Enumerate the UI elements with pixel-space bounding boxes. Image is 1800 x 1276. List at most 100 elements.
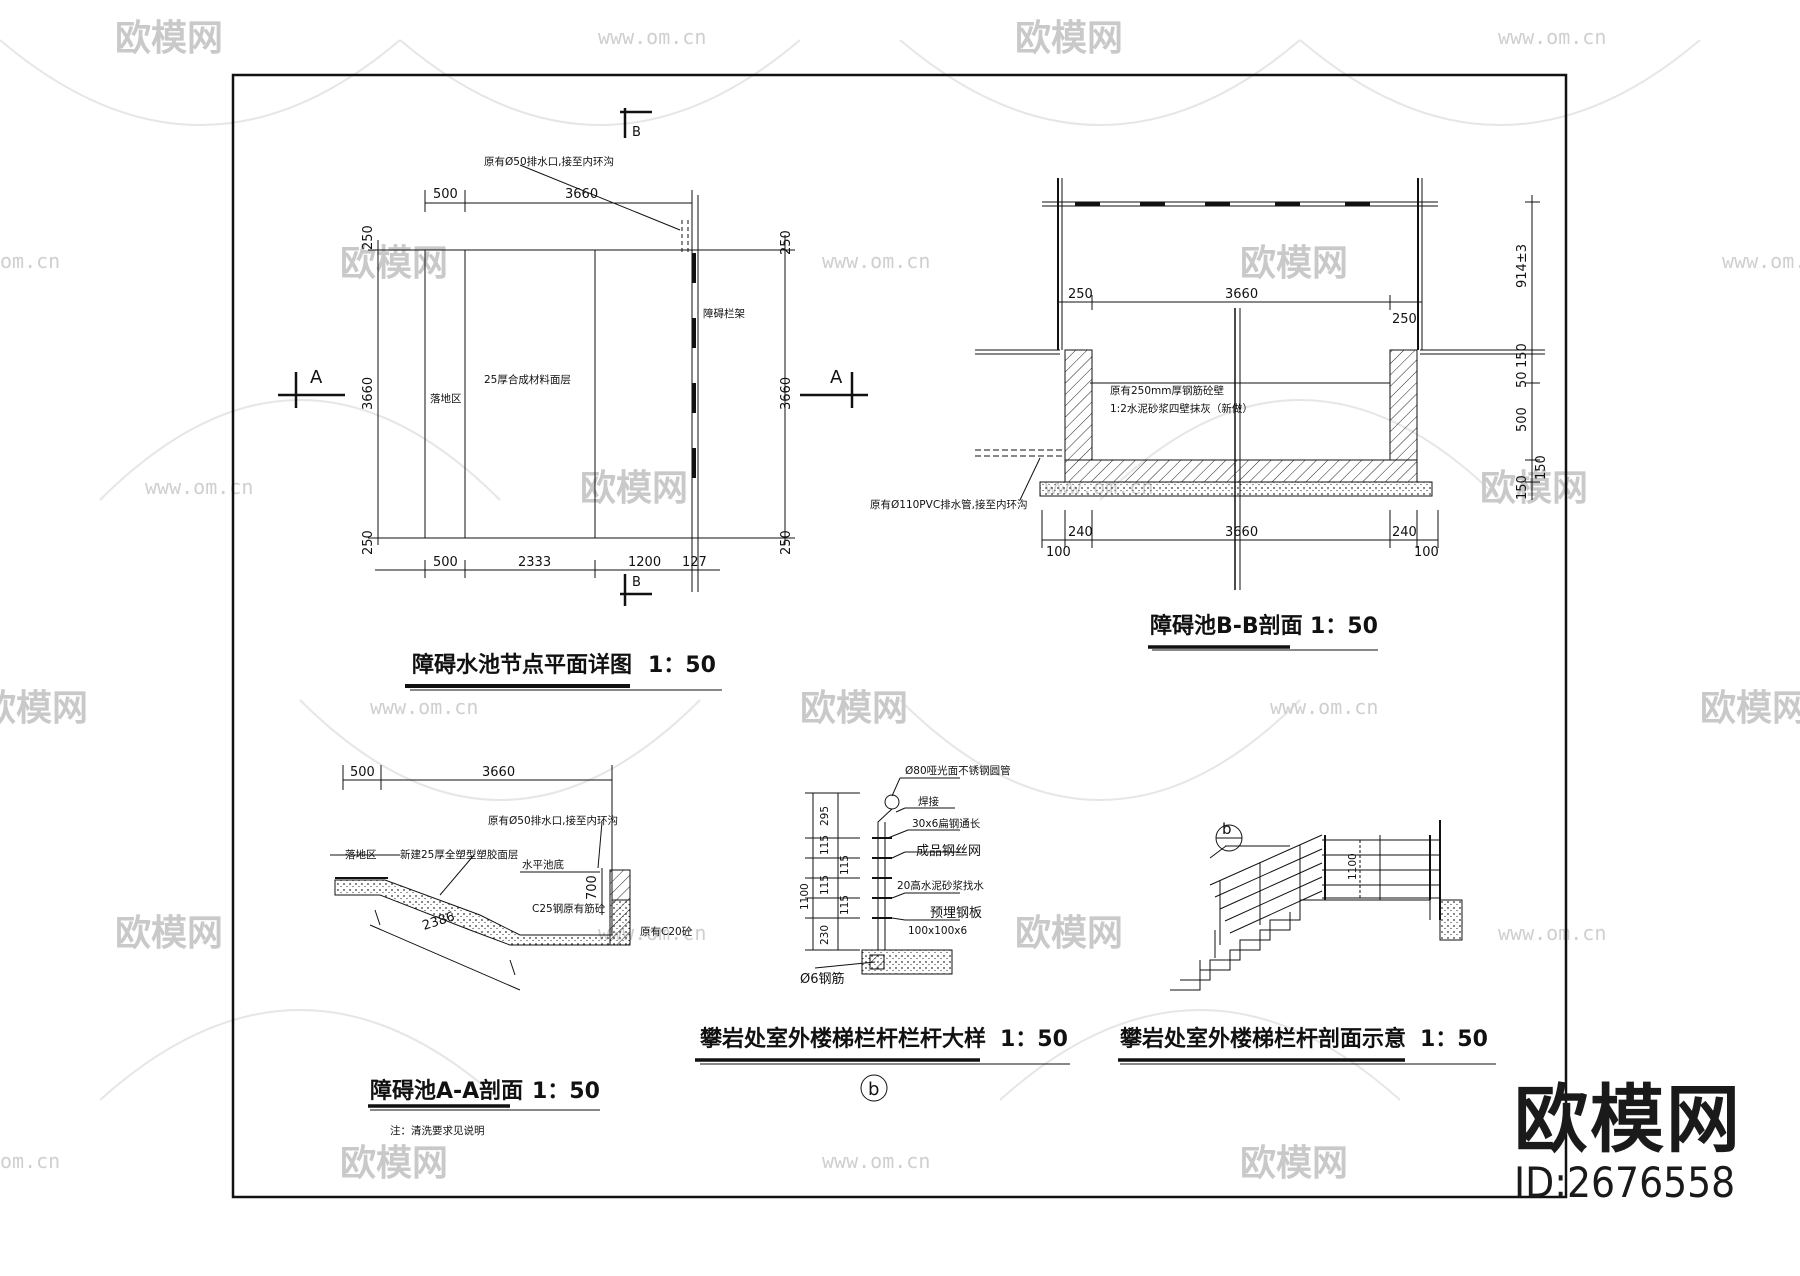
dim-label: 3660 [779, 377, 794, 410]
watermark-logo: 欧模网 [115, 913, 223, 954]
plan-view [278, 108, 868, 691]
dim-label: 250 [361, 530, 376, 555]
dim-label: 914±3 [1515, 244, 1530, 288]
dim-label: 3660 [482, 765, 515, 780]
c20-note: 原有C20砼 [640, 925, 693, 938]
section-bb-title: 障碍池B-B剖面 [1150, 613, 1303, 639]
dim-label: 3660 [565, 187, 598, 202]
dim-label: 115 [819, 835, 831, 855]
watermark-layer: 欧模网 www.om.cn 欧模网 www.om.cn om.cn 欧模网 ww… [0, 18, 1800, 1184]
section-mark-a: A [310, 367, 323, 388]
railing-section-labels: 1100 b 攀岩处室外楼梯栏杆剖面示意 1：50 [1119, 820, 1488, 1052]
dim-label: 250 [779, 230, 794, 255]
brand-stamp: 欧模网 ID:2676558 [1514, 1080, 1742, 1206]
plate-size-note: 100x100x6 [908, 925, 968, 937]
watermark-url: www.om.cn [370, 695, 478, 719]
watermark-logo: 欧模网 [1240, 1143, 1348, 1184]
section-bb-labels: 250 3660 250 240 3660 240 100 100 914±3 … [870, 244, 1549, 639]
dim-label: 500 [350, 765, 375, 780]
section-marker: b [1222, 820, 1232, 838]
dim-label: 100 [1414, 545, 1439, 560]
dim-label: 3660 [1225, 287, 1258, 302]
watermark-logo: 欧模网 [580, 468, 688, 509]
plan-scale: 1：50 [648, 653, 716, 678]
mortar-note: 20高水泥砂浆找水 [897, 879, 984, 892]
watermark-logo: 欧模网 [800, 688, 908, 729]
section-aa-title: 障碍池A-A剖面 [370, 1078, 523, 1104]
watermark-url: www.om.cn [1498, 25, 1606, 49]
railing-section-title: 攀岩处室外楼梯栏杆剖面示意 [1119, 1026, 1406, 1052]
watermark-url: www.om.cn [1498, 921, 1606, 945]
railing-detail-title: 攀岩处室外楼梯栏杆栏杆大样 [699, 1026, 986, 1052]
watermark-url: www.om.cn [822, 249, 930, 273]
dim-label: 2333 [518, 555, 551, 570]
dim-label: 1200 [628, 555, 661, 570]
dim-label: 100 [1046, 545, 1071, 560]
tube-note: Ø80哑光面不锈钢圆管 [905, 764, 1011, 777]
section-bb-scale: 1：50 [1310, 614, 1378, 639]
dim-label: 3660 [1225, 525, 1258, 540]
railing-section-scale: 1：50 [1420, 1027, 1488, 1052]
watermark-logo: 欧模网 [0, 688, 88, 729]
surface-label: 25厚合成材料面层 [484, 373, 571, 386]
section-aa-scale: 1：50 [532, 1079, 600, 1104]
watermark-url: www.om.cn [1270, 695, 1378, 719]
dim-label: 500 [1515, 407, 1530, 432]
section-mark-b: B [632, 125, 641, 140]
dim-label: 127 [682, 555, 707, 570]
dim-label: 250 [779, 530, 794, 555]
railing-section [1118, 820, 1496, 1065]
watermark-url: om.cn [0, 1149, 60, 1173]
dim-label: 240 [1068, 525, 1093, 540]
dim-label: 1100 [799, 883, 811, 910]
watermark-logo: 欧模网 [1480, 468, 1588, 509]
brand-id: ID:2676558 [1514, 1158, 1736, 1207]
watermark-logo: 欧模网 [1240, 243, 1348, 284]
wall-note: 原有250mm厚钢筋砼壁 [1110, 384, 1224, 397]
dim-label: 250 [361, 225, 376, 250]
watermark-url: om.cn [0, 249, 60, 273]
plan-title: 障碍水池节点平面详图 [412, 652, 632, 678]
flat-note: 30x6扁钢通长 [912, 817, 981, 830]
dim-label: 150 [1534, 455, 1549, 480]
mesh-note: 成品钢丝网 [916, 844, 981, 859]
section-aa [330, 765, 631, 1111]
dim-label: 500 [433, 187, 458, 202]
watermark-url: www.om.cn [1722, 249, 1800, 273]
pipe-note: 原有Ø110PVC排水管,接至内环沟 [870, 498, 1028, 511]
dim-label: 115 [839, 895, 851, 915]
dim-label: 250 [1392, 312, 1417, 327]
dim-label: 150 [1515, 475, 1530, 500]
dim-label: 115 [839, 855, 851, 875]
section-bb [975, 178, 1545, 651]
dim-label: 700 [585, 875, 600, 900]
dim-label: 50 [1515, 371, 1530, 388]
watermark-logo: 欧模网 [1015, 18, 1123, 59]
weld-note: 焊接 [918, 795, 939, 808]
watermark-logo: 欧模网 [1015, 913, 1123, 954]
railing-detail-labels: Ø80哑光面不锈钢圆管 焊接 30x6扁钢通长 成品钢丝网 20高水泥砂浆找水 … [699, 764, 1068, 1100]
drain-note: 原有Ø50排水口,接至内环沟 [484, 155, 614, 168]
drain-note: 原有Ø50排水口,接至内环沟 [488, 814, 618, 827]
dim-label: 295 [819, 806, 831, 826]
section-mark-b: B [632, 575, 641, 590]
dim-label: 1100 [1347, 853, 1359, 880]
bottom-note: 水平池底 [522, 858, 564, 871]
rebar-note: Ø6钢筋 [800, 971, 845, 987]
watermark-logo: 欧模网 [1700, 688, 1800, 729]
dim-label: 250 [1068, 287, 1093, 302]
plate-note: 预埋钢板 [930, 906, 982, 921]
barrier-note: 障碍栏架 [703, 307, 745, 320]
watermark-logo: 欧模网 [115, 18, 223, 59]
dim-label: 240 [1392, 525, 1417, 540]
detail-marker: b [868, 1079, 879, 1100]
dim-label: 115 [819, 875, 831, 895]
watermark-url: www.om.cn [822, 1149, 930, 1173]
plan-labels: 500 3660 500 2333 1200 127 250 3660 250 … [310, 125, 843, 678]
zone-label: 落地区 [430, 392, 462, 405]
watermark-url: www.om.cn [145, 475, 253, 499]
zone-label: 落地区 [345, 848, 377, 861]
railing-detail [695, 777, 1070, 1102]
dim-label: 150 [1515, 343, 1530, 368]
